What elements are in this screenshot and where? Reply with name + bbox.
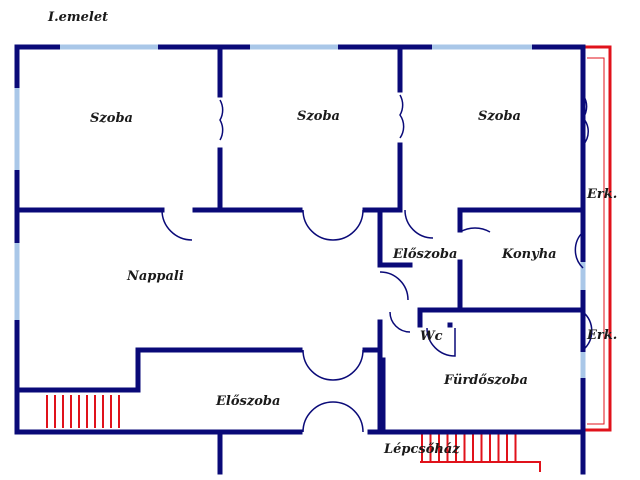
door-swing-nappali-szoba: [161, 209, 193, 241]
door-swing-eloszoba: [404, 209, 434, 239]
room-label-szoba-3: Szoba: [478, 109, 521, 124]
room-label-wc: Wc: [420, 329, 443, 344]
door-swing-erkely-lower: [582, 311, 593, 351]
room-label-nappali: Nappali: [127, 269, 184, 284]
windows: [14, 44, 586, 378]
door-swing-double-upper: [302, 209, 364, 241]
room-label-eloszoba-lower: Előszoba: [216, 394, 281, 409]
room-label-erkely-upper: Erk.: [587, 187, 618, 202]
room-label-szoba-2: Szoba: [297, 109, 340, 124]
stairs-left: [46, 395, 120, 428]
room-label-konyha: Konyha: [502, 247, 557, 262]
room-label-erkely-lower: Erk.: [587, 328, 618, 343]
door-swing-nappali-entry: [379, 271, 409, 301]
room-label-szoba-1: Szoba: [90, 111, 133, 126]
floor-title: I.emelet: [48, 10, 109, 25]
stair-landing: [420, 461, 541, 472]
room-label-eloszoba-upper: Előszoba: [393, 247, 458, 262]
door-swing-double-lower: [302, 349, 364, 381]
door-swing-szoba-1-2: [219, 99, 224, 141]
door-swing-erkely-upper: [582, 94, 589, 146]
door-swing-erkely-kitchen: [574, 231, 584, 269]
door-swing-entrance: [302, 401, 364, 433]
room-label-lepcsohaz: Lépcsőház: [384, 442, 460, 457]
balcony-rail: [583, 45, 612, 432]
stairs-bottom: [420, 434, 541, 472]
doors: [161, 94, 593, 433]
room-label-furdoszoba: Fürdőszoba: [444, 373, 528, 388]
door-swing-wc: [426, 327, 456, 357]
door-swing-konyha: [459, 227, 491, 233]
door-swing-wc-outer: [389, 311, 411, 333]
door-swing-szoba-2-3: [399, 94, 405, 139]
